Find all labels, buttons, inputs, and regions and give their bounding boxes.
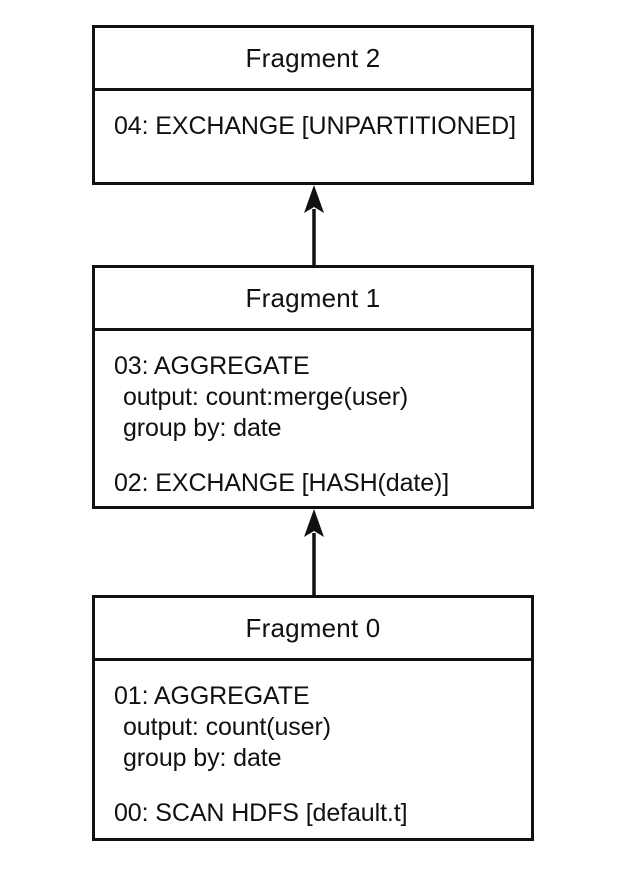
fragment-title-2: Fragment 2 <box>95 28 531 91</box>
plan-node-04[interactable]: 04: EXCHANGE [UNPARTITIONED] <box>95 111 531 142</box>
arrow-fragment0-to-fragment1 <box>0 509 628 595</box>
fragment-title-1: Fragment 1 <box>95 268 531 331</box>
fragment-title-0: Fragment 0 <box>95 598 531 661</box>
plan-node-line: 01: AGGREGATE <box>114 682 310 710</box>
plan-node-00[interactable]: 00: SCAN HDFS [default.t] <box>95 798 531 829</box>
plan-node-line: group by: date <box>123 744 282 772</box>
fragment-box-1[interactable]: Fragment 1 03: AGGREGATE output: count:m… <box>92 265 534 509</box>
plan-node-line: output: count:merge(user) <box>123 383 409 411</box>
fragment-box-2[interactable]: Fragment 2 04: EXCHANGE [UNPARTITIONED] <box>92 25 534 185</box>
plan-node-line: 02: EXCHANGE [HASH(date)] <box>114 469 450 497</box>
plan-node-line: 03: AGGREGATE <box>114 352 310 380</box>
arrow-fragment1-to-fragment2 <box>0 185 628 265</box>
fragment-body-1: 03: AGGREGATE output: count:merge(user) … <box>95 331 531 517</box>
fragment-body-0: 01: AGGREGATE output: count(user) group … <box>95 661 531 847</box>
fragment-box-0[interactable]: Fragment 0 01: AGGREGATE output: count(u… <box>92 595 534 841</box>
fragment-body-2: 04: EXCHANGE [UNPARTITIONED] <box>95 91 531 160</box>
plan-node-line: 00: SCAN HDFS [default.t] <box>114 799 408 827</box>
plan-node-03[interactable]: 03: AGGREGATE output: count:merge(user) … <box>95 351 531 444</box>
plan-node-01[interactable]: 01: AGGREGATE output: count(user) group … <box>95 681 531 774</box>
plan-node-line: group by: date <box>123 414 282 442</box>
plan-node-02[interactable]: 02: EXCHANGE [HASH(date)] <box>95 468 531 499</box>
plan-node-line: output: count(user) <box>123 713 331 741</box>
plan-node-line: 04: EXCHANGE [UNPARTITIONED] <box>114 112 516 140</box>
